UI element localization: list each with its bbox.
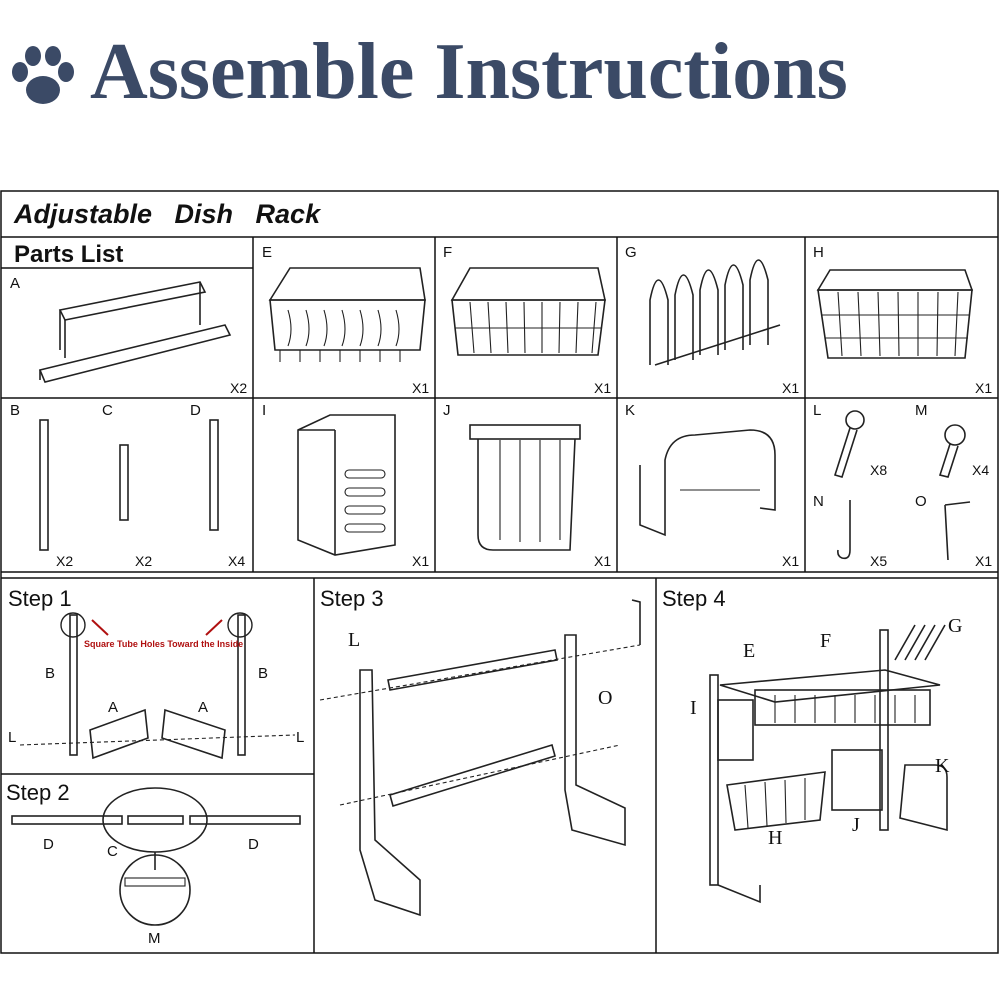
part-o-qty: X1 xyxy=(975,553,993,569)
part-m-label: M xyxy=(915,402,928,419)
part-j-qty: X1 xyxy=(594,553,612,569)
step1-title: Step 1 xyxy=(8,586,72,611)
part-g-qty: X1 xyxy=(782,380,800,396)
part-o-label: O xyxy=(915,493,927,510)
part-m-qty: X4 xyxy=(972,462,990,478)
step2-label-m: M xyxy=(148,930,161,947)
step1-label-a-right: A xyxy=(198,699,209,716)
parts-list-title: Parts List xyxy=(14,241,124,268)
part-i-qty: X1 xyxy=(412,553,430,569)
part-e-qty: X1 xyxy=(412,380,430,396)
part-l-qty: X8 xyxy=(870,462,888,478)
part-k-drawing xyxy=(639,429,776,537)
step2-label-d-left: D xyxy=(43,836,54,853)
step1-note: Square Tube Holes Toward the Inside xyxy=(84,639,244,649)
part-i-label: I xyxy=(262,402,267,419)
part-h-label: H xyxy=(813,244,824,261)
part-a-label: A xyxy=(10,275,21,292)
part-b-label: B xyxy=(10,402,21,419)
part-n-qty: X5 xyxy=(870,553,888,569)
step4-label-i: I xyxy=(690,697,697,719)
part-n-label: N xyxy=(813,493,824,510)
part-f-drawing xyxy=(450,267,606,356)
step4-label-g: G xyxy=(948,615,963,637)
step1-label-a-left: A xyxy=(108,699,119,716)
step3-label-l: L xyxy=(348,629,361,651)
part-g-drawing xyxy=(649,259,781,366)
paw-icon xyxy=(12,46,74,104)
step3-label-o: O xyxy=(598,687,613,709)
step3-title: Step 3 xyxy=(320,586,384,611)
part-f-label: F xyxy=(443,244,453,261)
sheet-title: Adjustable Dish Rack xyxy=(14,199,321,229)
step1-label-b-left: B xyxy=(45,665,56,682)
part-b-qty: X2 xyxy=(56,553,74,569)
step2-drawing xyxy=(11,787,301,926)
part-d-qty: X4 xyxy=(228,553,246,569)
part-l-label: L xyxy=(813,402,822,419)
step4-title: Step 4 xyxy=(662,586,726,611)
part-j-drawing xyxy=(469,424,581,551)
part-c-qty: X2 xyxy=(135,553,153,569)
step4-drawing xyxy=(709,624,948,904)
part-c-label: C xyxy=(102,402,113,419)
part-f-qty: X1 xyxy=(594,380,612,396)
instruction-sheet: Adjustable Dish Rack Parts List A X2 E X… xyxy=(0,190,1000,1000)
part-e-label: E xyxy=(262,244,273,261)
part-i-drawing xyxy=(297,414,396,556)
part-k-qty: X1 xyxy=(782,553,800,569)
step4-label-k: K xyxy=(935,755,950,777)
step4-label-h: H xyxy=(768,827,783,849)
part-a-qty: X2 xyxy=(230,380,248,396)
part-h-qty: X1 xyxy=(975,380,993,396)
part-j-label: J xyxy=(443,402,451,419)
step3-drawing xyxy=(319,599,641,917)
part-d-label: D xyxy=(190,402,201,419)
step2-title: Step 2 xyxy=(6,780,70,805)
page-title: Assemble Instructions xyxy=(90,28,848,116)
step4-label-f: F xyxy=(820,630,832,652)
step2-label-d-right: D xyxy=(248,836,259,853)
step2-label-c: C xyxy=(107,843,118,860)
sheet-grid xyxy=(0,190,999,954)
parts-bcd-drawing xyxy=(39,419,219,551)
parts-hook-key-drawing xyxy=(837,500,971,561)
step1-label-l-left: L xyxy=(8,729,17,746)
step1-drawing xyxy=(19,612,296,760)
step1-label-l-right: L xyxy=(296,729,305,746)
part-a-drawing xyxy=(38,281,232,383)
step1-label-b-right: B xyxy=(258,665,269,682)
step4-label-j: J xyxy=(852,814,860,836)
step4-label-e: E xyxy=(743,640,756,662)
part-g-label: G xyxy=(625,244,637,261)
part-e-drawing xyxy=(268,267,426,362)
part-h-drawing xyxy=(816,269,974,359)
parts-screws-drawing xyxy=(833,410,966,478)
header: Assemble Instructions xyxy=(0,0,1000,170)
part-k-label: K xyxy=(625,402,636,419)
